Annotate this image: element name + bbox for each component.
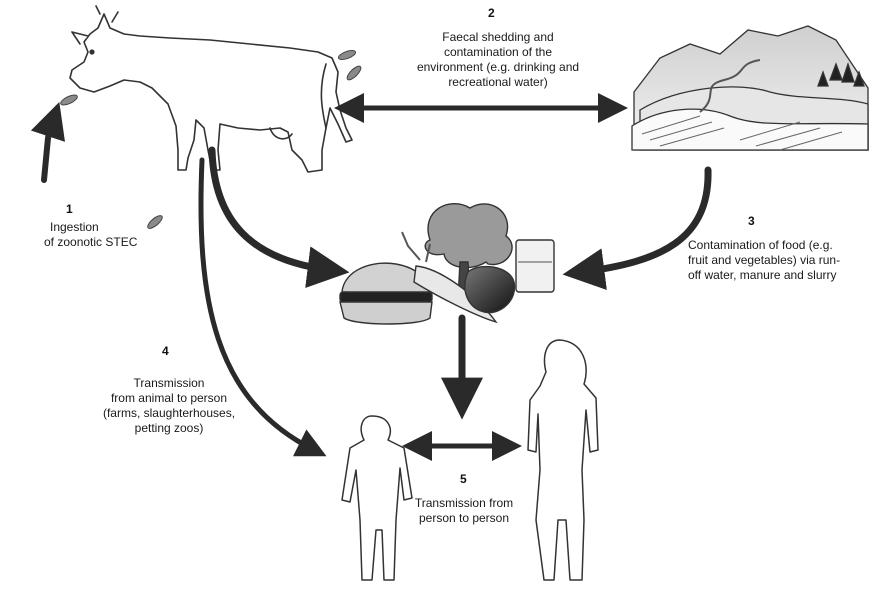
adult-icon — [528, 340, 598, 580]
step-2-line-1: Faecal shedding and — [408, 30, 588, 45]
arrow-ingestion — [44, 118, 54, 180]
step-4-line-3: (farms, slaughterhouses, — [84, 406, 254, 421]
step-1-line-1: Ingestion — [44, 220, 137, 235]
step-3-number: 3 — [748, 214, 755, 228]
landscape-icon — [632, 26, 868, 150]
step-1-number: 1 — [66, 202, 73, 216]
step-1-label: Ingestion of zoonotic STEC — [44, 220, 137, 250]
step-4-line-1: Transmission — [84, 376, 254, 391]
food-icon — [340, 204, 554, 324]
step-4-number: 4 — [162, 344, 169, 358]
step-2-label: Faecal shedding and contamination of the… — [408, 30, 588, 90]
step-4-label: Transmission from animal to person (farm… — [84, 376, 254, 436]
step-1-line-2: of zoonotic STEC — [44, 235, 137, 250]
step-3-label: Contamination of food (e.g. fruit and ve… — [688, 238, 878, 283]
step-2-line-4: recreational water) — [408, 75, 588, 90]
step-5-number: 5 — [460, 472, 467, 486]
step-5-line-1: Transmission from — [402, 496, 526, 511]
step-3-line-1: Contamination of food (e.g. — [688, 238, 878, 253]
step-5-line-2: person to person — [402, 511, 526, 526]
step-4-line-4: petting zoos) — [84, 421, 254, 436]
step-3-line-3: off water, manure and slurry — [688, 268, 878, 283]
step-4-line-2: from animal to person — [84, 391, 254, 406]
step-2-line-3: environment (e.g. drinking and — [408, 60, 588, 75]
step-3-line-2: fruit and vegetables) via run- — [688, 253, 878, 268]
step-2-number: 2 — [488, 6, 495, 20]
step-5-label: Transmission from person to person — [402, 496, 526, 526]
step-2-line-2: contamination of the — [408, 45, 588, 60]
